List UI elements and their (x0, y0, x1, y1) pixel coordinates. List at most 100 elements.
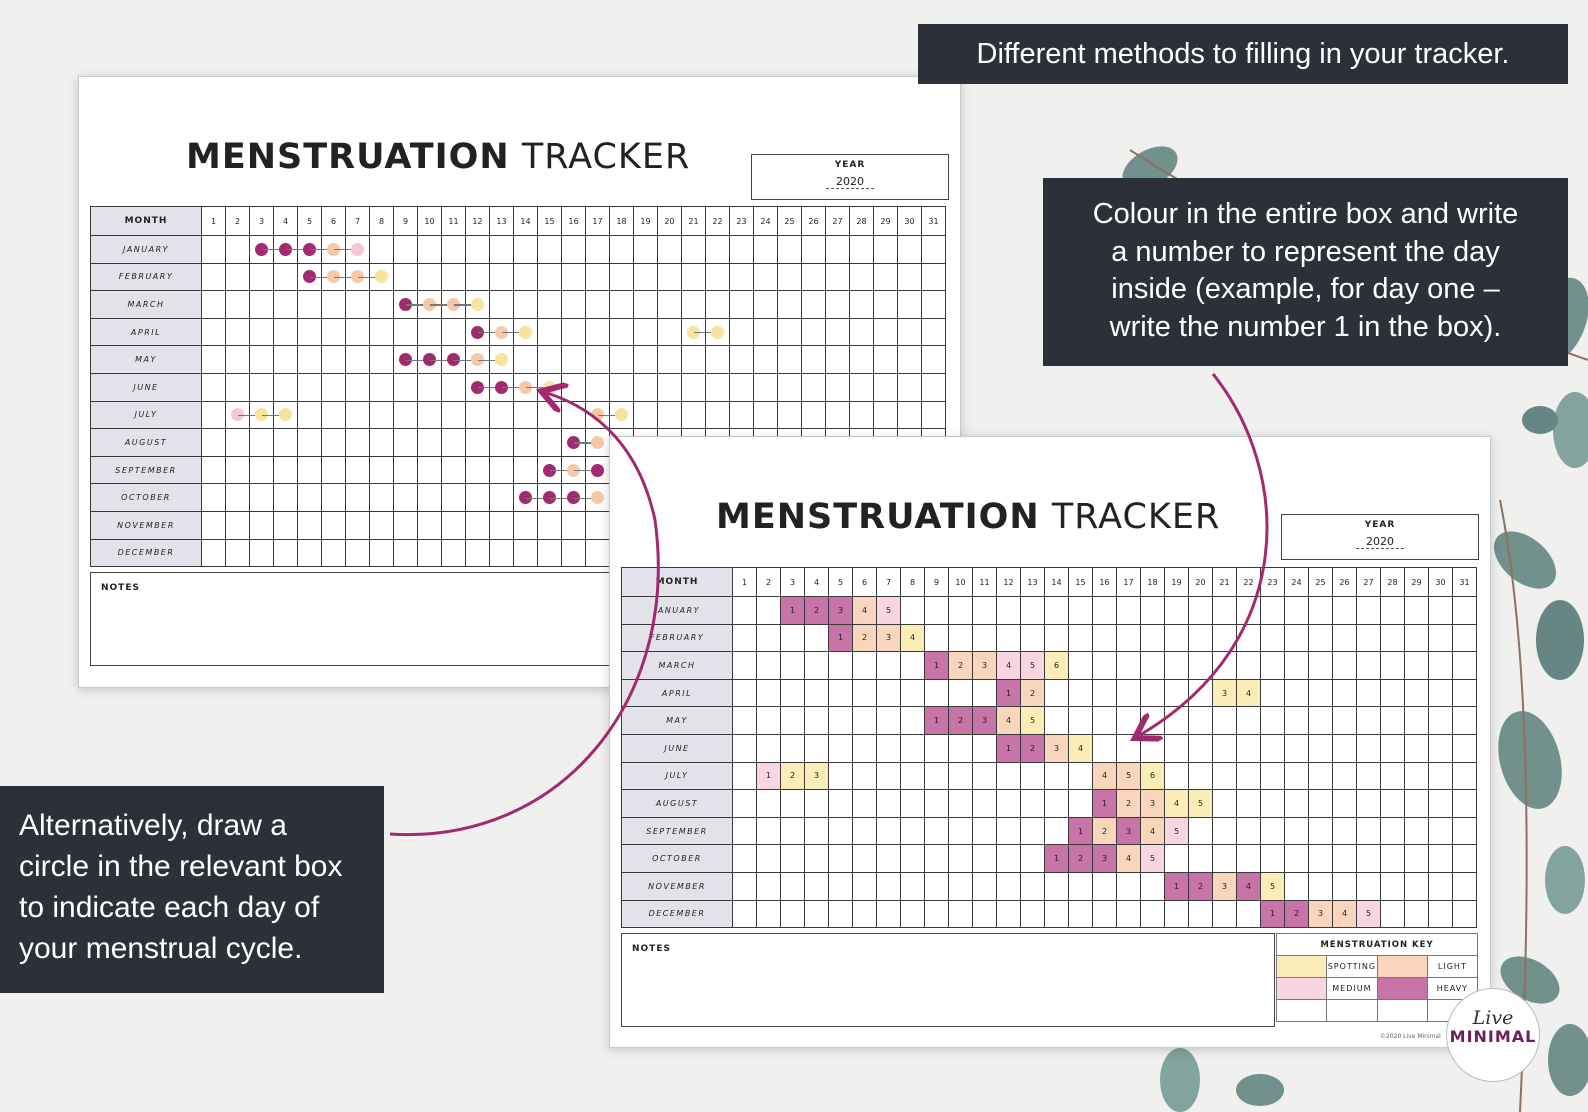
day-cell[interactable] (924, 816, 949, 846)
day-cell[interactable] (1308, 678, 1333, 708)
day-cell[interactable] (417, 262, 442, 292)
day-cell[interactable] (1044, 706, 1069, 735)
day-cell[interactable] (297, 290, 322, 319)
day-cell[interactable] (273, 510, 298, 540)
day-cell[interactable] (1284, 678, 1309, 708)
day-cell[interactable] (585, 538, 610, 568)
circle-mark-light[interactable] (310, 262, 346, 292)
day-cell[interactable] (1452, 706, 1477, 735)
day-cell[interactable] (1452, 844, 1477, 873)
day-cell[interactable] (321, 428, 346, 457)
day-cell[interactable] (369, 510, 394, 540)
day-cell[interactable] (972, 871, 997, 901)
day-cell[interactable] (828, 706, 853, 735)
filled-day-spotting[interactable]: 2 (780, 761, 805, 791)
day-cell[interactable] (900, 678, 925, 708)
day-cell[interactable] (1212, 706, 1237, 735)
day-cell[interactable] (921, 317, 946, 347)
circle-mark-heavy[interactable] (430, 345, 466, 374)
day-cell[interactable] (753, 400, 778, 430)
filled-day-light[interactable]: 2 (1092, 816, 1117, 846)
day-cell[interactable] (633, 400, 658, 430)
day-cell[interactable] (996, 816, 1021, 846)
day-cell[interactable] (1068, 761, 1093, 791)
day-cell[interactable] (828, 871, 853, 901)
day-cell[interactable] (633, 235, 658, 264)
day-cell[interactable] (321, 455, 346, 485)
day-cell[interactable] (1428, 706, 1453, 735)
circle-mark-spotting[interactable] (262, 400, 298, 430)
day-cell[interactable] (873, 262, 898, 292)
day-cell[interactable] (345, 510, 370, 540)
day-cell[interactable] (780, 706, 805, 735)
day-cell[interactable] (1404, 706, 1429, 735)
day-cell[interactable] (1260, 623, 1285, 653)
day-cell[interactable] (657, 345, 682, 374)
day-cell[interactable] (1044, 623, 1069, 653)
day-cell[interactable] (1068, 651, 1093, 680)
filled-day-light[interactable]: 3 (1212, 871, 1237, 901)
day-cell[interactable] (441, 510, 466, 540)
filled-day-medium[interactable]: 4 (996, 651, 1021, 680)
day-cell[interactable] (876, 651, 901, 680)
filled-day-medium[interactable]: 5 (1356, 899, 1381, 929)
day-cell[interactable] (345, 483, 370, 512)
circle-mark-light[interactable] (406, 290, 442, 319)
day-cell[interactable] (1212, 789, 1237, 818)
day-cell[interactable] (1188, 899, 1213, 929)
day-cell[interactable] (249, 372, 274, 402)
day-cell[interactable] (948, 816, 973, 846)
day-cell[interactable] (900, 816, 925, 846)
day-cell[interactable] (900, 706, 925, 735)
day-cell[interactable] (876, 871, 901, 901)
day-cell[interactable] (801, 345, 826, 374)
day-cell[interactable] (561, 538, 586, 568)
day-cell[interactable] (876, 816, 901, 846)
day-cell[interactable] (924, 596, 949, 625)
day-cell[interactable] (1260, 816, 1285, 846)
day-cell[interactable] (1356, 844, 1381, 873)
day-cell[interactable] (1404, 899, 1429, 929)
day-cell[interactable] (729, 290, 754, 319)
day-cell[interactable] (924, 871, 949, 901)
day-cell[interactable] (900, 871, 925, 901)
day-cell[interactable] (1212, 816, 1237, 846)
day-cell[interactable] (537, 538, 562, 568)
day-cell[interactable] (900, 596, 925, 625)
day-cell[interactable] (537, 262, 562, 292)
day-cell[interactable] (1452, 761, 1477, 791)
day-cell[interactable] (273, 428, 298, 457)
day-cell[interactable] (417, 235, 442, 264)
day-cell[interactable] (873, 235, 898, 264)
day-cell[interactable] (1068, 789, 1093, 818)
day-cell[interactable] (465, 538, 490, 568)
day-cell[interactable] (1308, 871, 1333, 901)
filled-day-heavy[interactable]: 3 (1092, 844, 1117, 873)
day-cell[interactable] (1140, 733, 1165, 763)
day-cell[interactable] (852, 678, 877, 708)
day-cell[interactable] (756, 651, 781, 680)
day-cell[interactable] (729, 400, 754, 430)
day-cell[interactable] (1092, 899, 1117, 929)
day-cell[interactable] (225, 345, 250, 374)
day-cell[interactable] (1428, 651, 1453, 680)
day-cell[interactable] (948, 678, 973, 708)
day-cell[interactable] (1092, 871, 1117, 901)
day-cell[interactable] (633, 262, 658, 292)
day-cell[interactable] (1332, 816, 1357, 846)
day-cell[interactable] (948, 789, 973, 818)
day-cell[interactable] (852, 789, 877, 818)
filled-day-heavy[interactable]: 1 (828, 623, 853, 653)
day-cell[interactable] (753, 372, 778, 402)
day-cell[interactable] (321, 483, 346, 512)
day-cell[interactable] (561, 290, 586, 319)
day-cell[interactable] (393, 400, 418, 430)
day-cell[interactable] (1188, 761, 1213, 791)
circle-mark-light[interactable] (454, 345, 490, 374)
day-cell[interactable] (1428, 596, 1453, 625)
day-cell[interactable] (972, 761, 997, 791)
day-cell[interactable] (1212, 623, 1237, 653)
day-cell[interactable] (225, 483, 250, 512)
day-cell[interactable] (249, 538, 274, 568)
day-cell[interactable] (1452, 899, 1477, 929)
